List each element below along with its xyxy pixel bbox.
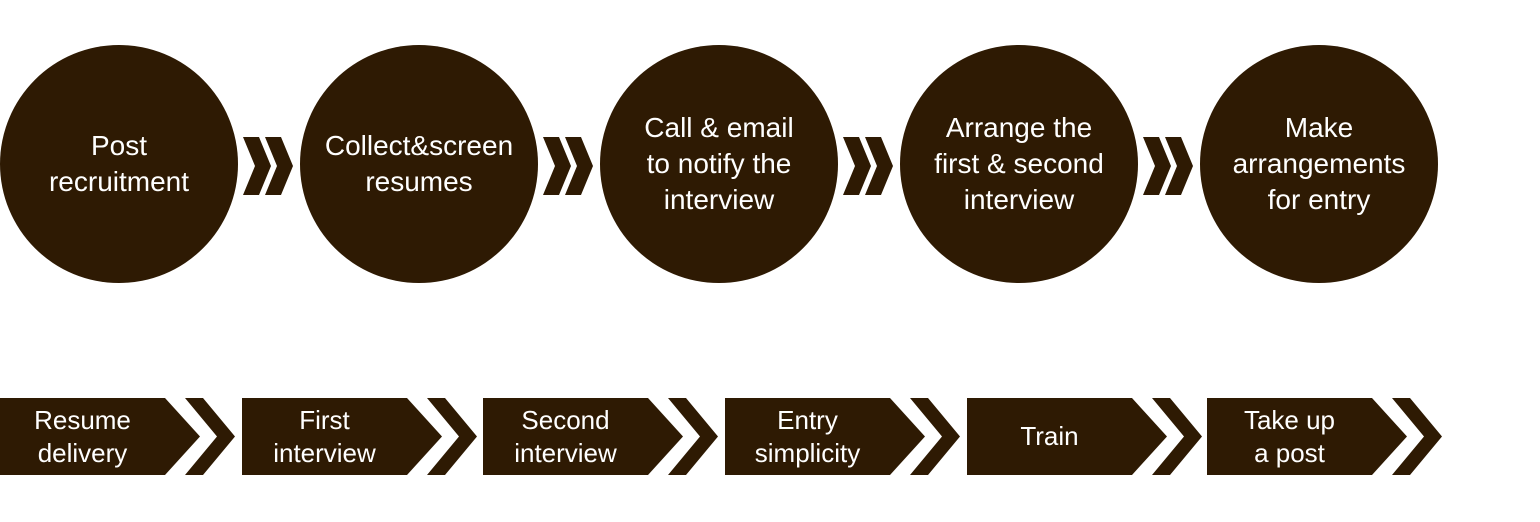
pentagon-shape: Second interview: [483, 398, 683, 475]
chevron-band: [243, 137, 271, 195]
chevron-band: [843, 137, 871, 195]
circle-step-label: Make arrangements for entry: [1232, 112, 1406, 215]
circle-step-arrangements-entry: Make arrangements for entry: [1200, 45, 1438, 283]
pentagon-shape: Train: [967, 398, 1167, 475]
circle-step-label: Collect&screen resumes: [324, 130, 514, 197]
pentagon-shape: First interview: [242, 398, 442, 475]
arrow-step-train: Train: [967, 398, 1202, 475]
chevron-band: [543, 137, 571, 195]
pentagon-shape: Resume delivery: [0, 398, 200, 475]
chevron-band: [1143, 137, 1171, 195]
pentagon-shape: Entry simplicity: [725, 398, 925, 475]
arrow-step-label: First interview: [273, 404, 376, 468]
arrow-step-label: Train: [1020, 421, 1079, 451]
arrow-step-take-up-a-post: Take up a post: [1207, 398, 1442, 475]
arrow-step-label: Take up a post: [1243, 404, 1336, 468]
circle-step-collect-screen-resumes: Collect&screen resumes: [300, 45, 538, 283]
arrow-step-label: Entry simplicity: [754, 404, 861, 468]
circle-step-post-recruitment: Post recruitment: [0, 45, 238, 283]
circle-step-call-email-notify: Call & email to notify the interview: [600, 45, 838, 283]
circle-step-label: Post recruitment: [48, 130, 190, 197]
arrow-step-label: Second interview: [514, 404, 617, 468]
double-chevron-icon: [843, 137, 895, 195]
arrow-step-first-interview: First interview: [242, 398, 477, 475]
arrow-step-entry-simplicity: Entry simplicity: [725, 398, 960, 475]
double-chevron-icon: [1143, 137, 1195, 195]
arrow-step-label: Resume delivery: [34, 404, 131, 468]
double-chevron-icon: [543, 137, 595, 195]
circle-step-label: Call & email to notify the interview: [644, 112, 794, 215]
arrow-step-second-interview: Second interview: [483, 398, 718, 475]
circle-step-arrange-interviews: Arrange the first & second interview: [900, 45, 1138, 283]
arrow-step-resume-delivery: Resume delivery: [0, 398, 235, 475]
pentagon-shape: Take up a post: [1207, 398, 1407, 475]
double-chevron-icon: [243, 137, 295, 195]
circle-step-label: Arrange the first & second interview: [934, 112, 1104, 215]
